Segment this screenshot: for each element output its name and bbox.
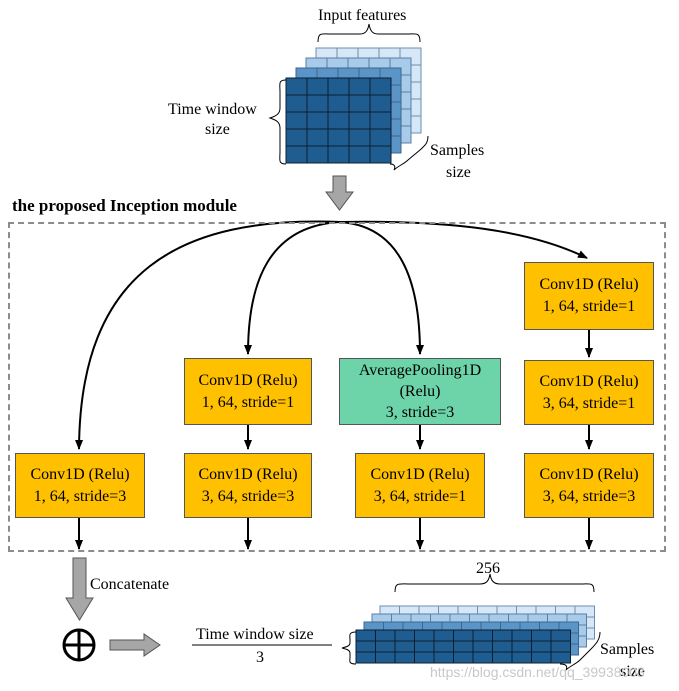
connector-branch-3 [339, 221, 424, 355]
connector-branch-4 [339, 220, 588, 259]
block-connectors [75, 330, 593, 550]
branch-2-conv1d-block-2: Conv1D (Relu) 3, 64, stride=3 [184, 453, 312, 518]
fraction-denominator: 3 [256, 649, 264, 666]
input-features-label: Input features [318, 7, 407, 24]
samples-label-line2: size [446, 164, 471, 181]
inception-module-border [8, 222, 666, 552]
branch-3-conv1d-block: Conv1D (Relu) 3, 64, stride=1 [355, 453, 485, 518]
block-line2: 3, 64, stride=3 [201, 487, 295, 505]
output-right-brace [559, 631, 601, 671]
block-line1: Conv1D (Relu) [198, 465, 298, 483]
output-samples-label-line1: Samples [600, 641, 655, 658]
input-right-brace [389, 135, 429, 171]
fraction-numerator: Time window size [196, 626, 314, 643]
block-line3: 3, stride=3 [385, 404, 455, 421]
block-line2: 3, 64, stride=1 [373, 487, 467, 505]
block-line1: AveragePooling1D [358, 362, 482, 379]
block-line2: 1, 64, stride=1 [201, 393, 295, 411]
block-line2: (Relu) [399, 383, 441, 400]
output-256-label: 256 [476, 560, 500, 577]
block-line1: Conv1D (Relu) [198, 371, 298, 389]
branch-3-avgpool-block: AveragePooling1D (Relu) 3, stride=3 [339, 358, 501, 425]
concatenate-label: Concatenate [90, 576, 170, 593]
output-top-brace [394, 573, 595, 593]
time-window-label-line2: size [205, 121, 230, 138]
input-feature-stack [285, 47, 422, 164]
input-down-arrow [325, 175, 354, 211]
concat-oplus-icon [62, 628, 96, 662]
block-line1: Conv1D (Relu) [539, 465, 639, 483]
branch-4-conv1d-block-3: Conv1D (Relu) 3, 64, stride=3 [524, 453, 654, 518]
connector-branch-2 [244, 221, 341, 355]
concatenate-arrow [65, 557, 94, 621]
branch-4-conv1d-block-2: Conv1D (Relu) 3, 64, stride=1 [524, 360, 654, 425]
block-line2: 1, 64, stride=1 [542, 298, 636, 315]
time-window-label-line1: Time window [168, 101, 257, 118]
block-line2: 3, 64, stride=3 [542, 487, 636, 505]
block-line1: Conv1D (Relu) [539, 372, 639, 390]
block-line2: 1, 64, stride=3 [33, 487, 127, 505]
input-left-brace [268, 79, 287, 165]
samples-label-line1: Samples [430, 142, 485, 159]
block-line1: Conv1D (Relu) [30, 465, 130, 483]
block-line1: Conv1D (Relu) [539, 276, 639, 293]
branch-2-conv1d-block-1: Conv1D (Relu) 1, 64, stride=1 [184, 358, 312, 425]
branch-4-conv1d-block-1: Conv1D (Relu) 1, 64, stride=1 [524, 262, 654, 330]
block-line1: Conv1D (Relu) [370, 465, 470, 483]
watermark-text: https://blog.csdn.net/qq_39938003 [430, 664, 645, 680]
block-line2: 3, 64, stride=1 [542, 394, 636, 412]
output-feature-stack [355, 605, 595, 664]
output-samples-label-line2: size [620, 663, 645, 680]
output-right-arrow [109, 633, 161, 657]
output-layer-4 [355, 629, 571, 664]
output-left-brace [341, 631, 357, 665]
input-layer-4 [285, 77, 392, 164]
module-title: the proposed Inception module [12, 196, 237, 215]
branch-1-conv1d-block: Conv1D (Relu) 1, 64, stride=3 [15, 453, 145, 518]
input-top-brace [317, 23, 421, 43]
